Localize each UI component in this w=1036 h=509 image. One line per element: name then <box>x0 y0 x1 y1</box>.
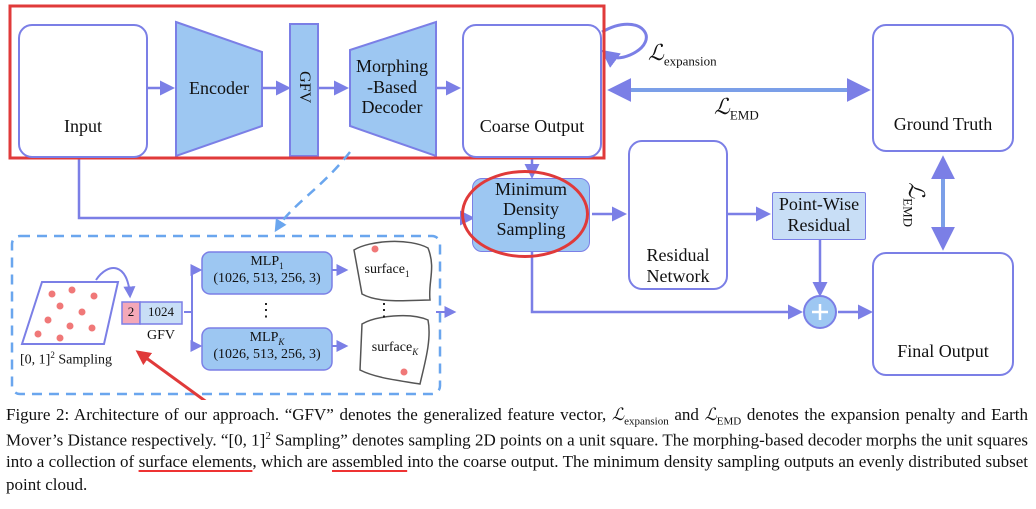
surface-vdots: ⋮ <box>375 300 393 320</box>
loss-emd-horizontal: ℒEMD <box>714 94 759 123</box>
loss-emd-vertical: ℒEMD <box>900 182 929 227</box>
vector-dim-b: 1024 <box>148 304 174 319</box>
loss-expansion: ℒexpansion <box>648 40 717 69</box>
loss-emd-vertical-sub: EMD <box>900 198 916 228</box>
residual-network-label: Residual Network <box>628 245 728 286</box>
caption-l1: ℒ <box>611 405 625 424</box>
mds-label-line1: Minimum <box>494 179 567 199</box>
input-label: Input <box>64 116 102 136</box>
input-box <box>18 24 148 158</box>
caption-l2-sub: EMD <box>716 415 742 428</box>
coarse-output-box <box>462 24 602 158</box>
mlpk-sub: K <box>278 336 285 347</box>
surfacek-patch <box>359 314 430 385</box>
decoder-shape <box>349 20 437 158</box>
loss-emd-base: ℒ <box>714 94 730 119</box>
mds-highlight-ellipse <box>461 170 589 258</box>
mds-label-line2: Density <box>503 198 559 219</box>
mlp1-name: MLP <box>250 254 280 269</box>
gfv-label: GFV <box>296 71 314 104</box>
final-output-box <box>872 252 1014 376</box>
surface1-name: surface <box>364 262 405 277</box>
mlp1-label: MLP1(1026, 513, 256, 3) <box>202 254 332 287</box>
mlp1-sub: 1 <box>279 260 284 271</box>
mlp1-dims: (1026, 513, 256, 3) <box>213 271 321 287</box>
surface1-sub: 1 <box>404 268 410 279</box>
arrow-to-mlpk <box>190 312 203 352</box>
arrow-input-mds <box>77 158 475 226</box>
surface1-patch <box>353 240 433 302</box>
residual-network-line2: Network <box>646 265 710 286</box>
sampling-label-base: [0, 1] <box>20 352 51 368</box>
sampling-label: [0, 1]2 Sampling <box>20 350 112 369</box>
arrow-mds-sum <box>530 252 803 320</box>
caption-l1-sub: expansion <box>624 415 669 428</box>
caption-mid4: , which are <box>252 452 333 472</box>
ground-truth-label: Ground Truth <box>893 114 993 134</box>
ground-truth-box <box>872 24 1014 152</box>
surfacek-name: surface <box>371 340 413 355</box>
caption-prefix: Figure 2: Architecture of our approach. … <box>6 405 612 424</box>
coarse-output-label: Coarse Output <box>479 116 585 136</box>
encoder-label: Encoder <box>189 78 249 98</box>
loss-emd-vertical-base: ℒ <box>904 182 930 199</box>
vector-part-b <box>139 301 183 325</box>
sampling-label-suffix: Sampling <box>54 352 112 368</box>
vector-dim-a: 2 <box>127 304 135 319</box>
detail-panel <box>10 234 442 396</box>
decoder-label: Morphing -Based Decoder <box>346 56 438 118</box>
sampling-label-sup: 2 <box>50 350 55 360</box>
pointwise-residual-box <box>772 192 866 240</box>
surfacek-label: surfaceK <box>354 340 436 357</box>
expansion-loop-arrow <box>601 22 648 68</box>
final-output-label: Final Output <box>897 341 989 361</box>
mlp-vdots: ⋮ <box>257 300 275 320</box>
surfacek-point <box>400 368 408 376</box>
decoder-label-line3: Decoder <box>361 97 423 118</box>
surfacek-sub: K <box>412 346 419 357</box>
sample-points <box>34 286 98 342</box>
decoder-label-line2: -Based <box>367 76 417 97</box>
highlight-box <box>8 4 606 160</box>
mlp1-box <box>201 251 333 295</box>
loss-emd-sub: EMD <box>729 107 759 123</box>
mlpk-dims: (1026, 513, 256, 3) <box>213 347 321 363</box>
loss-expansion-sub: expansion <box>663 53 717 69</box>
caption-mid2: denotes the expansion penalty and Earth … <box>6 405 1028 450</box>
caption-mid3: Sampling” denotes sampling 2D points on … <box>6 430 1028 472</box>
caption-l2: ℒ <box>704 405 717 424</box>
figure-caption: Figure 2: Architecture of our approach. … <box>6 404 1028 496</box>
residual-network-line1: Residual <box>646 245 710 265</box>
decoder-label-line1: Morphing <box>356 56 428 76</box>
loss-expansion-base: ℒ <box>648 40 664 65</box>
sample-to-vector-arrow <box>95 267 136 299</box>
residual-network-box <box>628 140 728 290</box>
mlpk-label: MLPK(1026, 513, 256, 3) <box>202 330 332 363</box>
caption-mid5: into the coarse output. The minimum dens… <box>6 452 1028 494</box>
mds-label: Minimum Density Sampling <box>472 179 590 239</box>
mlpk-box <box>201 327 333 371</box>
surface1-label: surface1 <box>346 262 428 279</box>
decoder-detail-link <box>274 151 351 233</box>
gfv-bar <box>289 23 319 157</box>
mlpk-name: MLP <box>249 330 279 345</box>
caption-sup: 2 <box>265 429 271 442</box>
arrow-to-mlp1 <box>184 264 203 313</box>
pointwise-residual-line2: Residual <box>787 214 851 235</box>
vector-label: GFV <box>146 328 175 343</box>
caption-mid1: and <box>668 405 705 424</box>
encoder-shape <box>175 20 263 158</box>
pointwise-residual-line1: Point-Wise <box>778 194 860 214</box>
architecture-diagram: Input Encoder GFV Morphing -Based Decode… <box>8 4 1014 472</box>
caption-underline-surface-elements: surface elements <box>138 452 253 472</box>
mds-label-line3: Sampling <box>496 218 566 239</box>
pointwise-residual-label: Point-Wise Residual <box>772 194 866 235</box>
surface1-point <box>371 245 379 253</box>
caption-underline-assembled: assembled <box>332 452 408 472</box>
